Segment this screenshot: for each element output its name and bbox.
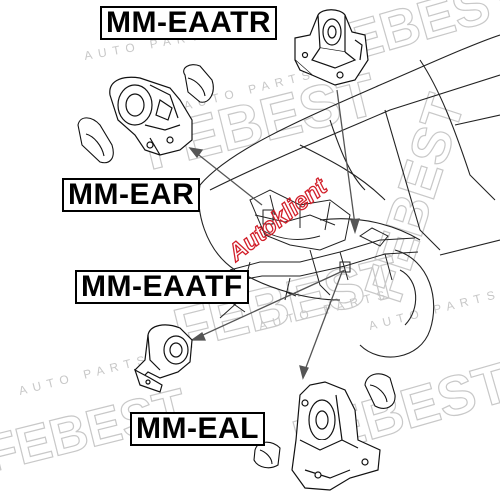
- washer-ear: [77, 117, 114, 164]
- part-label-mm-eal: MM-EAL: [130, 412, 265, 446]
- mount-part-eaatr: [294, 9, 369, 86]
- part-label-mm-eaatf: MM-EAATF: [75, 270, 249, 304]
- car-body-outline: [198, 34, 500, 358]
- mount-part-eaatf: [133, 324, 193, 393]
- washer-eaatr: [183, 64, 214, 103]
- part-label-mm-ear: MM-EAR: [62, 178, 201, 212]
- mount-part-eal: [291, 381, 381, 491]
- leader-arrows: [188, 89, 360, 380]
- mount-part-ear: [109, 76, 193, 156]
- part-label-mm-eaatr: MM-EAATR: [100, 6, 278, 40]
